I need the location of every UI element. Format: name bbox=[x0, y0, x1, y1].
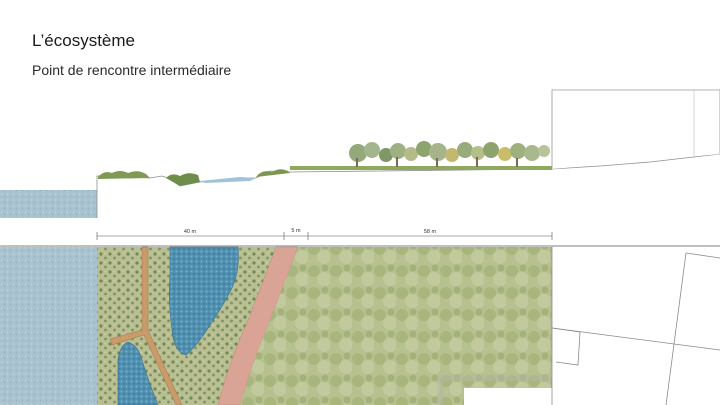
section-vegetation-right bbox=[256, 169, 290, 177]
dimension-label-5m: 5 m bbox=[291, 228, 301, 234]
page-title: L’écosystème bbox=[32, 31, 135, 50]
plan-boardwalk bbox=[109, 246, 183, 405]
plan-pond-upper bbox=[169, 246, 239, 356]
plan-building-notch bbox=[464, 388, 552, 405]
section-grass-strip bbox=[290, 166, 552, 170]
section-tree-row bbox=[349, 141, 550, 167]
dimension-label-58m: 58 m bbox=[424, 229, 437, 235]
plan-forest bbox=[240, 247, 552, 405]
plan-forest-edge bbox=[437, 375, 552, 405]
dimension-label-40m: 40 m bbox=[184, 229, 197, 235]
section-water-channel bbox=[200, 177, 256, 183]
plan-water bbox=[0, 247, 97, 405]
plan-view bbox=[0, 246, 720, 405]
section-vegetation-mid bbox=[166, 173, 200, 186]
plan-building-outlines bbox=[551, 247, 720, 405]
dimension-line: 40 m 5 m 58 m bbox=[96, 228, 553, 240]
section-water-block bbox=[0, 190, 97, 218]
page-subtitle: Point de rencontre intermédiaire bbox=[32, 62, 232, 78]
plan-path bbox=[217, 246, 299, 405]
section-ground-line bbox=[96, 153, 720, 218]
section-vegetation-left bbox=[98, 171, 150, 179]
section-building bbox=[551, 89, 720, 169]
section-elevation bbox=[0, 89, 720, 218]
plan-pond-lower bbox=[117, 341, 159, 405]
